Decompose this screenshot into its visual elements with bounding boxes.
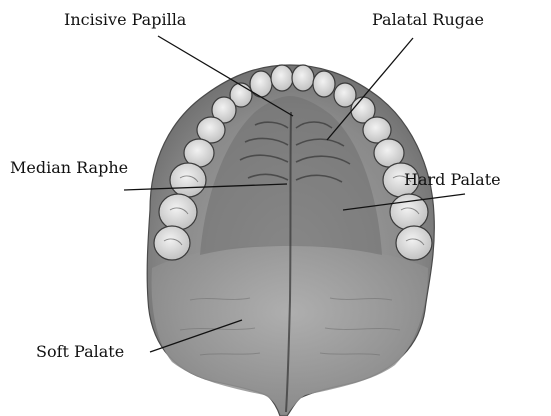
label-incisive-papilla: Incisive Papilla: [64, 12, 186, 28]
label-soft-palate: Soft Palate: [36, 344, 124, 360]
label-median-raphe: Median Raphe: [10, 160, 128, 176]
label-hard-palate: Hard Palate: [404, 172, 501, 188]
label-palatal-rugae: Palatal Rugae: [372, 12, 484, 28]
